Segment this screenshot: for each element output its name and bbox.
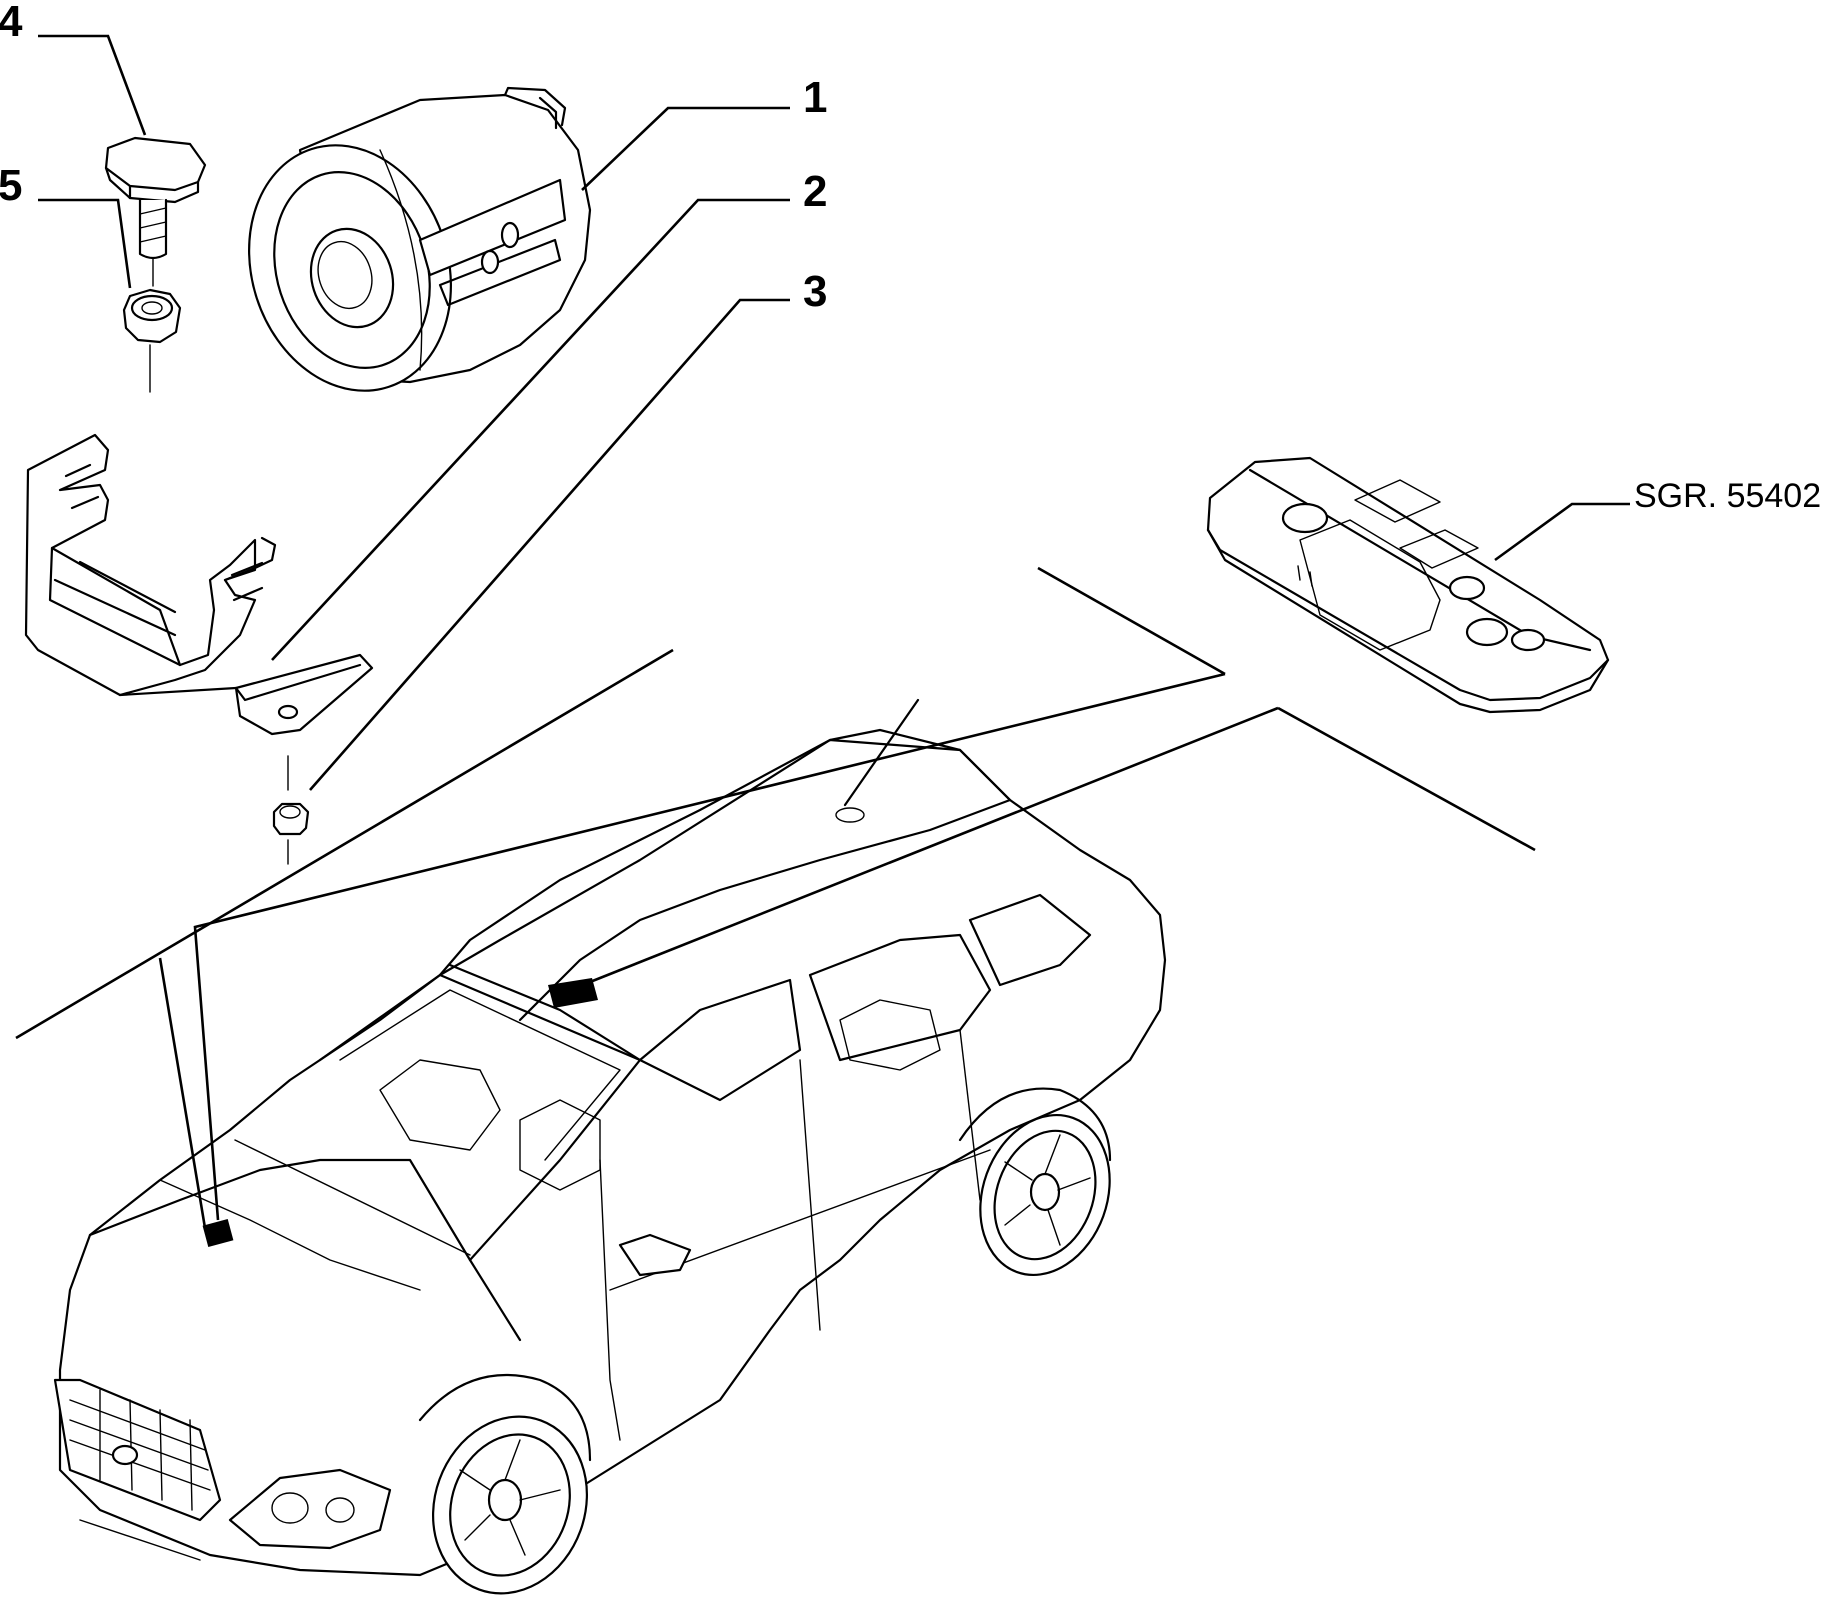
callout-1: 1 — [803, 73, 827, 122]
callout-5: 5 — [0, 161, 22, 210]
callout-4: 4 — [0, 0, 23, 46]
part-4-bolt — [104, 136, 207, 260]
part-2-bracket — [24, 433, 374, 736]
part-5-nut — [122, 257, 182, 393]
car-illustration — [53, 698, 1167, 1595]
sgr-part-unit — [1206, 456, 1610, 714]
roof-unit-marker — [548, 978, 598, 1008]
callout-labels: 4 5 1 2 3 SGR. 55402 — [0, 0, 1821, 515]
callout-2: 2 — [803, 167, 827, 216]
part-3-nut — [272, 755, 310, 865]
callout-3: 3 — [803, 267, 827, 316]
leader-lines — [15, 34, 1630, 1229]
reference-label: SGR. 55402 — [1634, 477, 1821, 515]
part-1-unit — [248, 86, 592, 392]
hood-unit-marker — [202, 1219, 234, 1247]
